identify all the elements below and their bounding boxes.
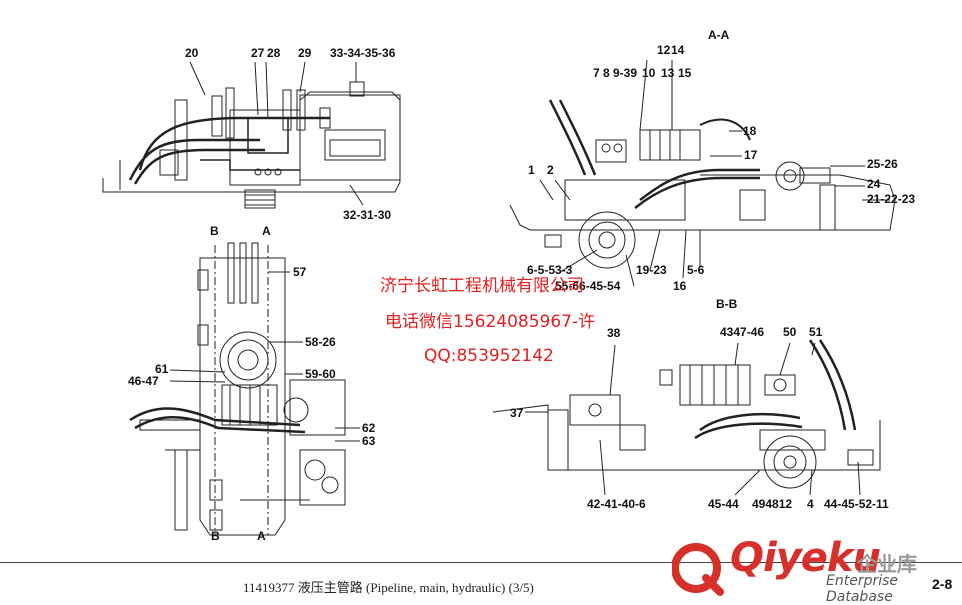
logo-wordmark: Qiyeku <box>730 535 881 581</box>
callout-2: 2 <box>547 163 554 177</box>
section-a-a-view <box>509 59 896 287</box>
callout-19-23: 19-23 <box>636 263 667 277</box>
callout-14: 14 <box>671 43 685 57</box>
callout-50: 50 <box>783 325 797 339</box>
callout-6-5-53-3: 6-5-53-3 <box>527 263 573 277</box>
callout-38: 38 <box>607 326 621 340</box>
callout-61: 61 <box>155 362 169 376</box>
callout-49-48-12: 494812 <box>752 497 793 511</box>
section-label-a-top: A <box>262 224 271 238</box>
callout-43-46: 4347-46 <box>720 325 765 339</box>
callout-33-36: 33-34-35-36 <box>330 46 396 60</box>
callout-44-11: 44-45-52-11 <box>824 497 889 511</box>
callout-24: 24 <box>867 177 881 191</box>
callout-62: 62 <box>362 421 376 435</box>
plan-view <box>129 242 360 536</box>
callout-9-39: 9-39 <box>613 66 638 80</box>
logo-chinese: 企业库 <box>857 552 917 576</box>
callout-21-23: 21-22-23 <box>867 192 916 206</box>
callout-5-6: 5-6 <box>687 263 705 277</box>
callout-55-54: 55-66-45-54 <box>555 279 621 293</box>
qiyeku-logo-icon <box>672 543 724 596</box>
callout-12: 12 <box>657 43 671 57</box>
section-b-b-view <box>492 339 881 496</box>
callout-13: 13 <box>661 66 675 80</box>
callout-15: 15 <box>678 66 692 80</box>
section-label-b-bottom: B <box>211 529 220 543</box>
callout-28: 28 <box>267 46 281 60</box>
callout-37: 37 <box>510 406 524 420</box>
section-label-a-bottom: A <box>257 529 266 543</box>
callout-42-6: 42-41-40-6 <box>587 497 646 511</box>
watermark-phone: 电话微信15624085967-许 <box>385 312 596 332</box>
callout-29: 29 <box>298 46 312 60</box>
page-number: 2-8 <box>932 576 953 592</box>
section-title-b-b: B-B <box>716 297 738 311</box>
callout-17: 17 <box>744 148 758 162</box>
drawing-title: 11419377 液压主管路 (Pipeline, main, hydrauli… <box>243 580 534 595</box>
title-block <box>0 562 962 605</box>
callout-51: 51 <box>809 325 823 339</box>
callout-20: 20 <box>185 46 199 60</box>
callout-58-26: 58-26 <box>305 335 336 349</box>
section-title-a-a: A-A <box>708 28 730 42</box>
callout-4: 4 <box>807 497 814 511</box>
watermark-qq: QQ:853952142 <box>424 346 554 366</box>
callout-63: 63 <box>362 434 376 448</box>
callout-1: 1 <box>528 163 535 177</box>
callout-32-30: 32-31-30 <box>343 208 392 222</box>
callout-10: 10 <box>642 66 656 80</box>
section-label-b-top: B <box>210 224 219 238</box>
callout-16: 16 <box>673 279 687 293</box>
logo-subtitle: Enterprise Database <box>826 573 899 605</box>
callout-18: 18 <box>743 124 757 138</box>
callout-27: 27 <box>251 46 265 60</box>
top-left-view <box>102 61 401 209</box>
callout-7: 7 <box>593 66 600 80</box>
callout-8: 8 <box>603 66 610 80</box>
watermark-company: 济宁长虹工程机械有限公司 <box>380 276 584 296</box>
callout-57: 57 <box>293 265 307 279</box>
callout-46-47: 46-47 <box>128 374 159 388</box>
callout-45-44: 45-44 <box>708 497 739 511</box>
callout-59-60: 59-60 <box>305 367 336 381</box>
callout-25-26: 25-26 <box>867 157 898 171</box>
